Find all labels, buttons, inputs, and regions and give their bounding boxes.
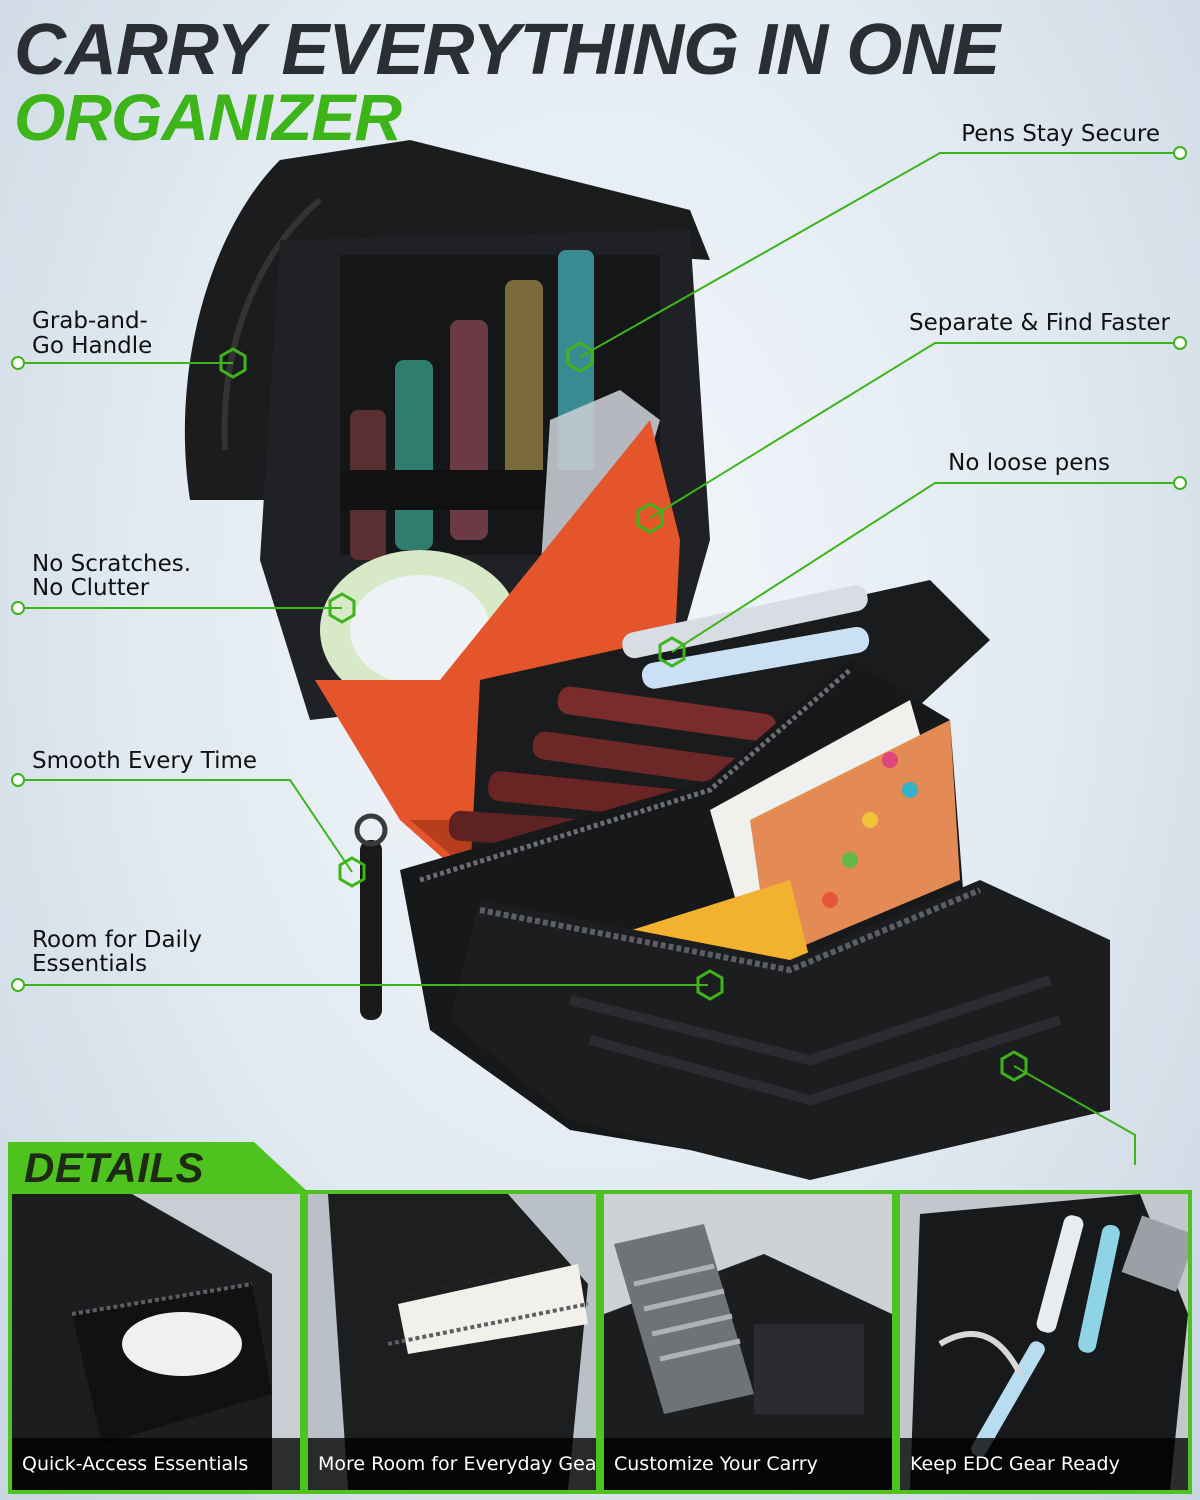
callout-grab-and-go-line-1: Grab-and- (32, 308, 148, 334)
callout-no-loose-pens: No loose pens (948, 450, 1110, 476)
callout-pens-stay-secure: Pens Stay Secure (961, 121, 1160, 147)
headline-line-2: ORGANIZER (14, 80, 402, 154)
organizer-bag-image (184, 140, 1110, 1180)
callout-room-daily-line-2: Essentials (32, 951, 148, 977)
detail-card-more-room: More Room for Everyday Gear (308, 1194, 596, 1490)
headline-line-1: CARRY EVERYTHING IN ONE (14, 10, 1000, 90)
callout-smooth-every-time: Smooth Every Time (32, 748, 258, 774)
detail-card-quick-access: Quick-Access Essentials (12, 1194, 300, 1490)
detail-card-keep-edc: Keep EDC Gear Ready (900, 1194, 1188, 1490)
detail-caption-more-room: More Room for Everyday Gear (308, 1438, 596, 1490)
detail-card-customize: Customize Your Carry (604, 1194, 892, 1490)
details-frame: Quick-Access Essentials More Room for Ev… (8, 1190, 1192, 1494)
callout-room-daily-line-1: Room for Daily (32, 927, 202, 953)
callout-no-scratches-line-2: No Clutter (32, 575, 150, 601)
details-tab: DETAILS (8, 1142, 308, 1192)
detail-caption-quick-access: Quick-Access Essentials (12, 1438, 300, 1490)
details-title: DETAILS (24, 1144, 205, 1191)
detail-caption-customize: Customize Your Carry (604, 1438, 892, 1490)
detail-image-quick-access (12, 1194, 300, 1490)
detail-caption-keep-edc: Keep EDC Gear Ready (900, 1438, 1188, 1490)
callout-separate-find-faster: Separate & Find Faster (909, 310, 1170, 336)
callout-grab-and-go-line-2: Go Handle (32, 333, 153, 359)
details-panel: DETAILS Quick-Access Essentials More Roo… (8, 1142, 1192, 1494)
callout-no-scratches-line-1: No Scratches. (32, 551, 192, 577)
